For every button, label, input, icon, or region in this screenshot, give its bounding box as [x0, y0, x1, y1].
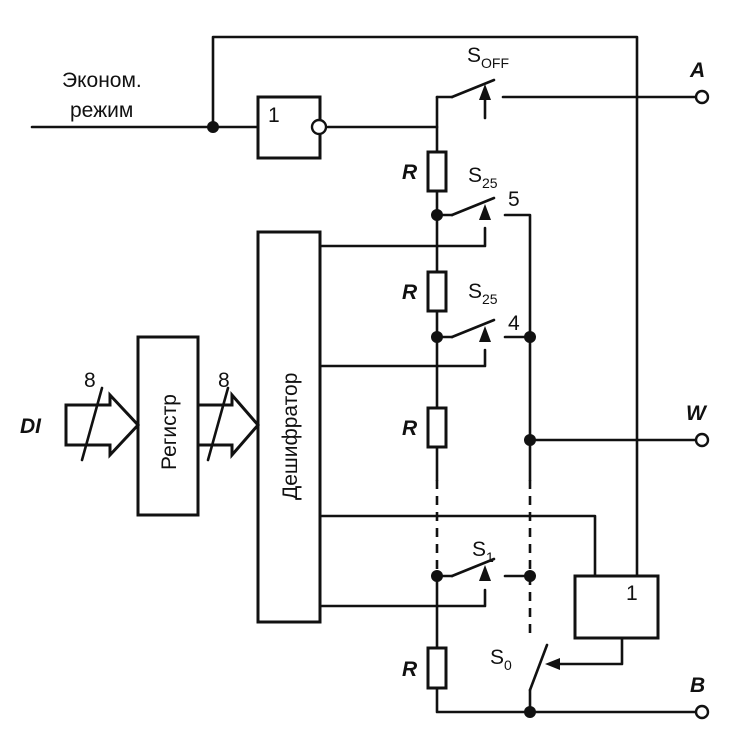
actuator-arrows: [479, 84, 560, 670]
switch-s0-label: S0: [490, 646, 512, 673]
or-gate: 1: [573, 574, 660, 640]
or-gate-label: 1: [626, 582, 638, 605]
terminal-w-label: W: [686, 402, 708, 425]
register-label: Регистр: [158, 394, 181, 470]
inverter-label: 1: [268, 104, 280, 127]
decoder-label: Дешифратор: [279, 373, 302, 500]
resistor-4: [426, 646, 448, 690]
bus-arrow-out: [196, 390, 260, 460]
bus-arrows: [64, 386, 260, 462]
bus-arrow-in: [64, 391, 141, 459]
inverter-gate: 1: [256, 95, 328, 160]
terminal-b-label: B: [690, 674, 705, 697]
terminal-a-circle: [694, 89, 710, 105]
switch-s1-label: S1: [472, 538, 494, 565]
resistor-label-3: R: [402, 417, 418, 440]
switch-blades: [450, 78, 549, 692]
inverter-bubble: [310, 118, 328, 136]
labels: Эконом. режим DI 8 8 R R R R SOFF S25 S2…: [20, 44, 708, 697]
resistor-2: [426, 270, 448, 313]
terminal-a-label: A: [689, 59, 705, 82]
resistor-label-4: R: [402, 658, 418, 681]
terminal-w-circle: [694, 432, 710, 448]
resistor-label-1: R: [402, 161, 418, 184]
resistors: [426, 150, 448, 690]
switch-s25-bottom-label: S25: [468, 280, 498, 307]
register-block: Регистр: [136, 335, 200, 517]
switch-soff-label: SOFF: [467, 44, 509, 71]
tap-number-4: 4: [508, 312, 520, 335]
wires: [30, 35, 699, 714]
terminals: [694, 89, 710, 720]
decoder-block: Дешифратор: [256, 230, 322, 624]
bus-width-in: 8: [84, 369, 96, 392]
switch-s25-top-label: S25: [468, 164, 498, 191]
eco-label-line2: режим: [70, 99, 133, 122]
resistor-1: [426, 150, 448, 193]
tap-number-5: 5: [508, 188, 520, 211]
resistor-label-2: R: [402, 281, 418, 304]
di-label: DI: [20, 415, 42, 438]
bus-width-out: 8: [218, 369, 230, 392]
terminal-b-circle: [694, 704, 710, 720]
eco-label-line1: Эконом.: [62, 69, 142, 92]
junction-dots: [207, 121, 536, 718]
resistor-3: [426, 406, 448, 449]
